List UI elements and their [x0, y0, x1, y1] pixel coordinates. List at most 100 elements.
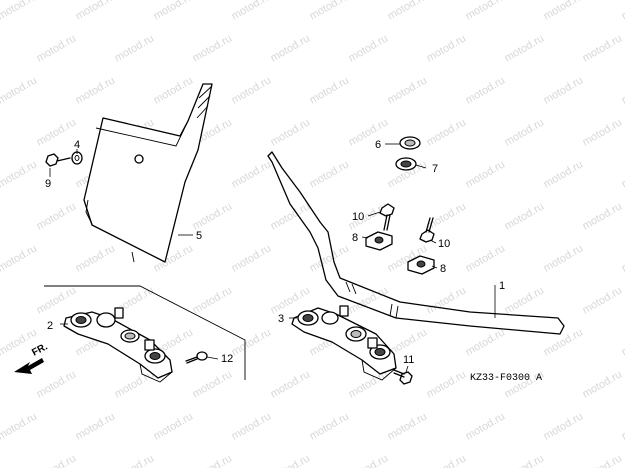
- watermark-text: motod.ru: [269, 452, 313, 468]
- watermark-text: motod.ru: [269, 32, 313, 64]
- watermark-text: motod.ru: [464, 0, 508, 23]
- watermark-text: motod.ru: [503, 200, 547, 232]
- watermark-text: motod.ru: [74, 242, 118, 274]
- watermark-text: motod.ru: [464, 74, 508, 106]
- watermark-text: motod.ru: [113, 452, 157, 468]
- nut-6: [399, 136, 421, 150]
- watermark-text: motod.ru: [425, 200, 469, 232]
- watermark-text: motod.ru: [230, 0, 274, 23]
- watermark-text: motod.ru: [308, 74, 352, 106]
- watermark-text: motod.ru: [464, 242, 508, 274]
- watermark-text: motod.ru: [347, 32, 391, 64]
- watermark-text: motod.ru: [113, 368, 157, 400]
- handlebar: [267, 151, 565, 335]
- watermark-text: motod.ru: [581, 452, 625, 468]
- watermark-text: motod.ru: [386, 410, 430, 442]
- watermark-text: motod.ru: [425, 32, 469, 64]
- watermark-text: motod.ru: [308, 410, 352, 442]
- watermark-text: motod.ru: [35, 32, 79, 64]
- watermark-text: motod.ru: [542, 74, 586, 106]
- watermark-text: motod.ru: [581, 368, 625, 400]
- watermark-text: motod.ru: [308, 0, 352, 23]
- watermark-text: motod.ru: [0, 410, 39, 442]
- watermark-text: motod.ru: [191, 32, 235, 64]
- callout-3: 3: [278, 313, 284, 325]
- watermark-text: motod.ru: [74, 0, 118, 23]
- watermark-text: motod.ru: [425, 368, 469, 400]
- triple-clamp-right: [291, 305, 397, 381]
- watermark-text: motod.ru: [542, 326, 586, 358]
- callout-5: 5: [196, 230, 202, 242]
- watermark-text: motod.ru: [620, 158, 625, 190]
- bolt-10-left: [379, 203, 395, 231]
- watermark-text: motod.ru: [230, 410, 274, 442]
- watermark-text: motod.ru: [542, 410, 586, 442]
- watermark-text: motod.ru: [152, 410, 196, 442]
- watermark-text: motod.ru: [35, 116, 79, 148]
- callout-1: 1: [499, 280, 505, 292]
- watermark-text: motod.ru: [620, 0, 625, 23]
- watermark-text: motod.ru: [542, 242, 586, 274]
- callout-8-left: 8: [352, 232, 358, 244]
- watermark-text: motod.ru: [35, 284, 79, 316]
- watermark-text: motod.ru: [35, 368, 79, 400]
- watermark-text: motod.ru: [581, 116, 625, 148]
- watermark-text: motod.ru: [269, 368, 313, 400]
- watermark-text: motod.ru: [308, 158, 352, 190]
- watermark-text: motod.ru: [191, 368, 235, 400]
- number-plate: [83, 83, 213, 263]
- callout-6: 6: [375, 139, 381, 151]
- diagram-code: KZ33-F0300 A: [470, 373, 542, 384]
- watermark-text: motod.ru: [0, 74, 39, 106]
- watermark-text: motod.ru: [152, 0, 196, 23]
- callout-labels: 1 2 3 4 5 6 7 8 8 9 10 10 11 12: [45, 139, 505, 366]
- watermark-text: motod.ru: [230, 326, 274, 358]
- watermark-text: motod.ru: [113, 32, 157, 64]
- watermark-text: motod.ru: [425, 284, 469, 316]
- watermark-text: motod.ru: [191, 452, 235, 468]
- watermark-text: motod.ru: [152, 74, 196, 106]
- watermark-text: motod.ru: [581, 32, 625, 64]
- holder-8-right: [407, 255, 435, 275]
- watermark-text: motod.ru: [503, 116, 547, 148]
- callout-2: 2: [47, 320, 53, 332]
- callout-10-left: 10: [352, 211, 364, 223]
- watermark-text: motod.ru: [35, 452, 79, 468]
- watermark-text: motod.ru: [464, 158, 508, 190]
- callout-11: 11: [403, 354, 414, 366]
- watermark-text: motod.ru: [386, 0, 430, 23]
- bolt-12: [185, 351, 208, 364]
- watermark-text: motod.ru: [308, 242, 352, 274]
- watermark-text: motod.ru: [503, 32, 547, 64]
- callout-4: 4: [74, 139, 80, 151]
- watermark-text: motod.ru: [386, 74, 430, 106]
- watermark-text: motod.ru: [35, 200, 79, 232]
- watermark-text: motod.ru: [425, 116, 469, 148]
- callout-12: 12: [221, 353, 233, 365]
- callout-8-right: 8: [440, 263, 446, 275]
- watermark-text: motod.ru: [542, 0, 586, 23]
- front-label: FR.: [30, 341, 50, 358]
- watermark-text: motod.ru: [620, 326, 625, 358]
- watermark-text: motod.ru: [74, 410, 118, 442]
- watermark-text: motod.ru: [74, 74, 118, 106]
- watermark-text: motod.ru: [542, 158, 586, 190]
- watermark-text: motod.ru: [230, 74, 274, 106]
- triple-clamp-left: [63, 307, 173, 383]
- watermark-text: motod.ru: [347, 452, 391, 468]
- watermark-text: motod.ru: [230, 242, 274, 274]
- watermark-text: motod.ru: [425, 452, 469, 468]
- bolt-9: [45, 153, 71, 167]
- watermark-text: motod.ru: [620, 242, 625, 274]
- callout-7: 7: [432, 163, 438, 175]
- watermark-text: motod.ru: [464, 326, 508, 358]
- holder-8-left: [365, 231, 393, 251]
- callout-10-right: 10: [438, 238, 450, 250]
- leader-lines: [49, 143, 496, 373]
- watermark-text: motod.ru: [464, 410, 508, 442]
- watermark-text: motod.ru: [0, 0, 39, 23]
- watermark-text: motod.ru: [191, 284, 235, 316]
- watermark-text: motod.ru: [0, 242, 39, 274]
